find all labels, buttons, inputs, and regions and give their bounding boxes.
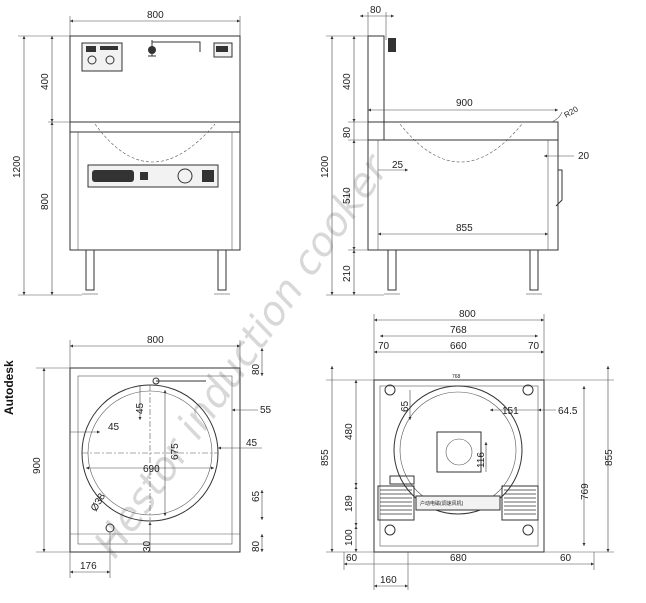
bottom-d189-dim: 189 [344,495,355,512]
top-d80b-dim: 80 [251,540,262,552]
bottom-w70b-dim: 70 [528,341,540,352]
bottom-w70a-dim: 70 [378,341,390,352]
bottom-d100-dim: 100 [344,529,355,546]
top-d176-dim: 176 [80,561,97,572]
bottom-d151-dim: 151 [502,406,519,417]
side-height-total-dim: 1200 [320,155,331,178]
bottom-d769-dim: 769 [580,483,591,500]
bottom-w800-dim: 800 [459,309,476,320]
bottom-d65-dim: 65 [400,400,411,412]
side-top-dim: 80 [370,5,382,16]
top-d45c-dim: 45 [246,438,258,449]
front-height-total-dim: 1200 [12,155,23,178]
top-d690-dim: 690 [143,464,160,475]
front-width-dim: 800 [147,10,164,21]
top-d80a-dim: 80 [251,363,262,375]
top-d675-dim: 675 [170,443,181,460]
bottom-d64-5-dim: 64.5 [558,406,578,417]
bottom-d116-dim: 116 [476,452,487,468]
bottom-d855r-dim: 855 [604,449,615,466]
bottom-view: 800 768 70 660 70 768 [320,309,615,590]
front-height-body-dim: 800 [40,193,51,210]
top-width-dim: 800 [147,335,164,346]
side-h80-dim: 80 [342,126,353,138]
side-h510-dim: 510 [342,187,353,204]
bottom-w60a-dim: 60 [346,553,358,564]
bottom-w60b-dim: 60 [560,553,572,564]
bottom-d480-dim: 480 [344,423,355,440]
top-d65-dim: 65 [251,490,262,502]
bottom-w680-dim: 680 [450,553,467,564]
bottom-w768-dim: 768 [450,325,467,336]
bottom-w660-dim: 660 [450,341,467,352]
top-d45b-dim: 45 [108,422,120,433]
side-d20-dim: 20 [578,151,590,162]
side-depth-dim: 900 [456,98,473,109]
bottom-d855l-dim: 855 [320,449,331,466]
front-view: 800 [12,10,241,296]
bottom-w768s-label: 768 [452,374,461,380]
side-d855-dim: 855 [456,223,473,234]
side-rim-dim: R20 [563,104,581,119]
side-h400-dim: 400 [342,73,353,90]
front-height-top-dim: 400 [40,73,51,90]
top-depth-dim: 900 [32,457,43,474]
bottom-w160-dim: 160 [380,575,397,586]
top-d45a-dim: 45 [135,402,146,414]
top-d30-dim: 30 [142,540,153,552]
autodesk-label: Autodesk [2,360,16,415]
top-view: 800 900 80 55 45 65 80 45 [32,335,272,578]
side-h210-dim: 210 [342,265,353,282]
side-d25-dim: 25 [392,160,404,171]
top-d55-dim: 55 [260,405,272,416]
control-panel-text: 户动电磁(调速风机) [420,500,464,507]
